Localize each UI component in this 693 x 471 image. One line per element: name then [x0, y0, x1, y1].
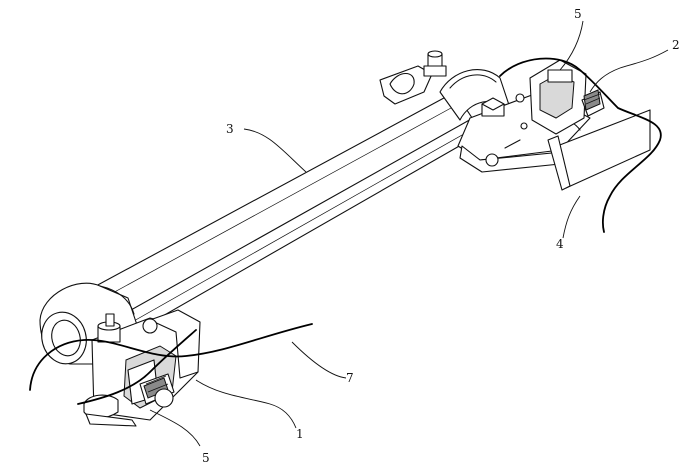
callout-7: 7 [346, 371, 354, 385]
bottom-clamp-assembly [83, 309, 201, 427]
angled-plate-part-4 [547, 109, 651, 191]
callout-5-bottom: 5 [202, 451, 210, 465]
callout-1: 1 [296, 427, 304, 441]
bottom-wire-part-7 [29, 323, 313, 405]
tube-part-3 [69, 91, 483, 353]
top-clamp-band [379, 50, 511, 121]
callout-2: 2 [672, 38, 680, 52]
callout-3: 3 [226, 122, 234, 136]
callout-4: 4 [556, 237, 564, 251]
top-spring-bolt-assembly [529, 59, 605, 135]
leader-lines [149, 20, 669, 447]
callout-5-top: 5 [574, 7, 582, 21]
